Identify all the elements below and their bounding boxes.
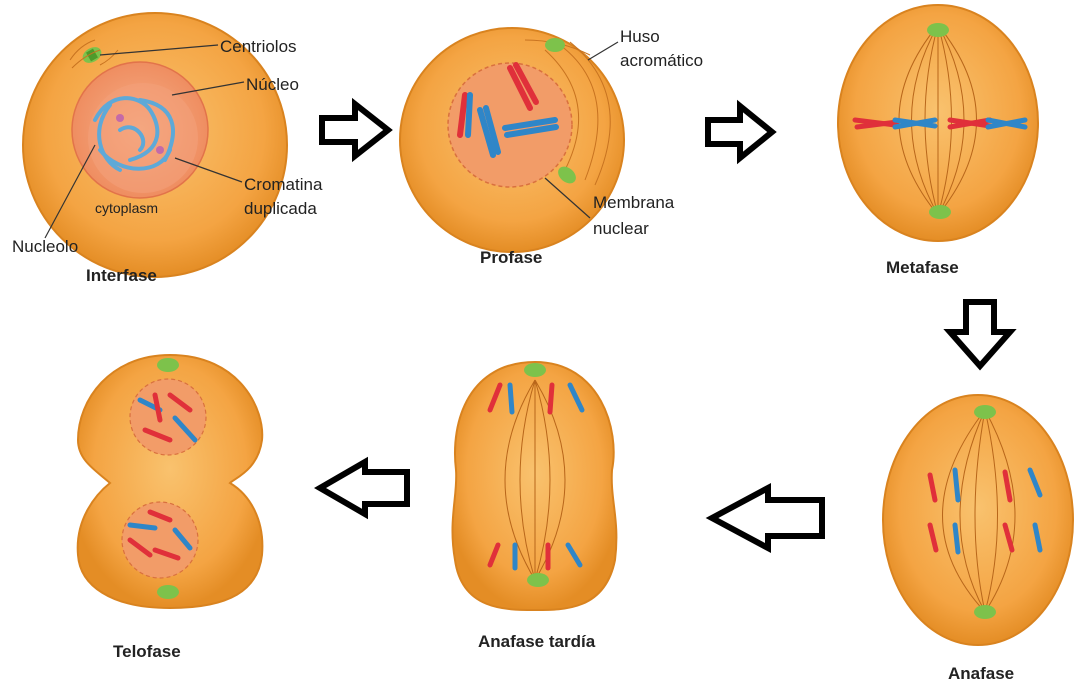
- stage-title-interfase: Interfase: [86, 266, 157, 286]
- anafase-cell: [883, 395, 1073, 645]
- stage-title-telofase: Telofase: [113, 642, 181, 662]
- label-nucleo: Núcleo: [246, 74, 299, 95]
- stage-title-profase: Profase: [480, 248, 542, 268]
- label-cytoplasm: cytoplasm: [95, 200, 158, 216]
- stage-title-metafase: Metafase: [886, 258, 959, 278]
- metafase-cell: [838, 5, 1038, 241]
- label-cromatina-line2: duplicada: [244, 198, 317, 219]
- arrow-right-icon: [322, 104, 388, 156]
- label-nucleolo: Nucleolo: [12, 236, 78, 257]
- label-centriolos: Centriolos: [220, 36, 297, 57]
- stage-title-anafase: Anafase: [948, 664, 1014, 684]
- label-membrana-line2: nuclear: [593, 218, 649, 239]
- arrow-left-icon: [712, 488, 822, 548]
- label-huso-line2: acromático: [620, 50, 703, 71]
- arrow-down-icon: [950, 302, 1010, 366]
- label-cromatina-line1: Cromatina: [244, 174, 322, 195]
- stage-title-anafase-tardia: Anafase tardía: [478, 632, 595, 652]
- label-huso-line1: Huso: [620, 26, 660, 47]
- arrow-left-icon: [320, 462, 407, 514]
- label-membrana-line1: Membrana: [593, 192, 674, 213]
- anafase-tardia-cell: [452, 362, 616, 610]
- arrow-right-icon: [708, 106, 772, 158]
- telofase-cell: [78, 355, 263, 608]
- profase-cell: [400, 28, 624, 252]
